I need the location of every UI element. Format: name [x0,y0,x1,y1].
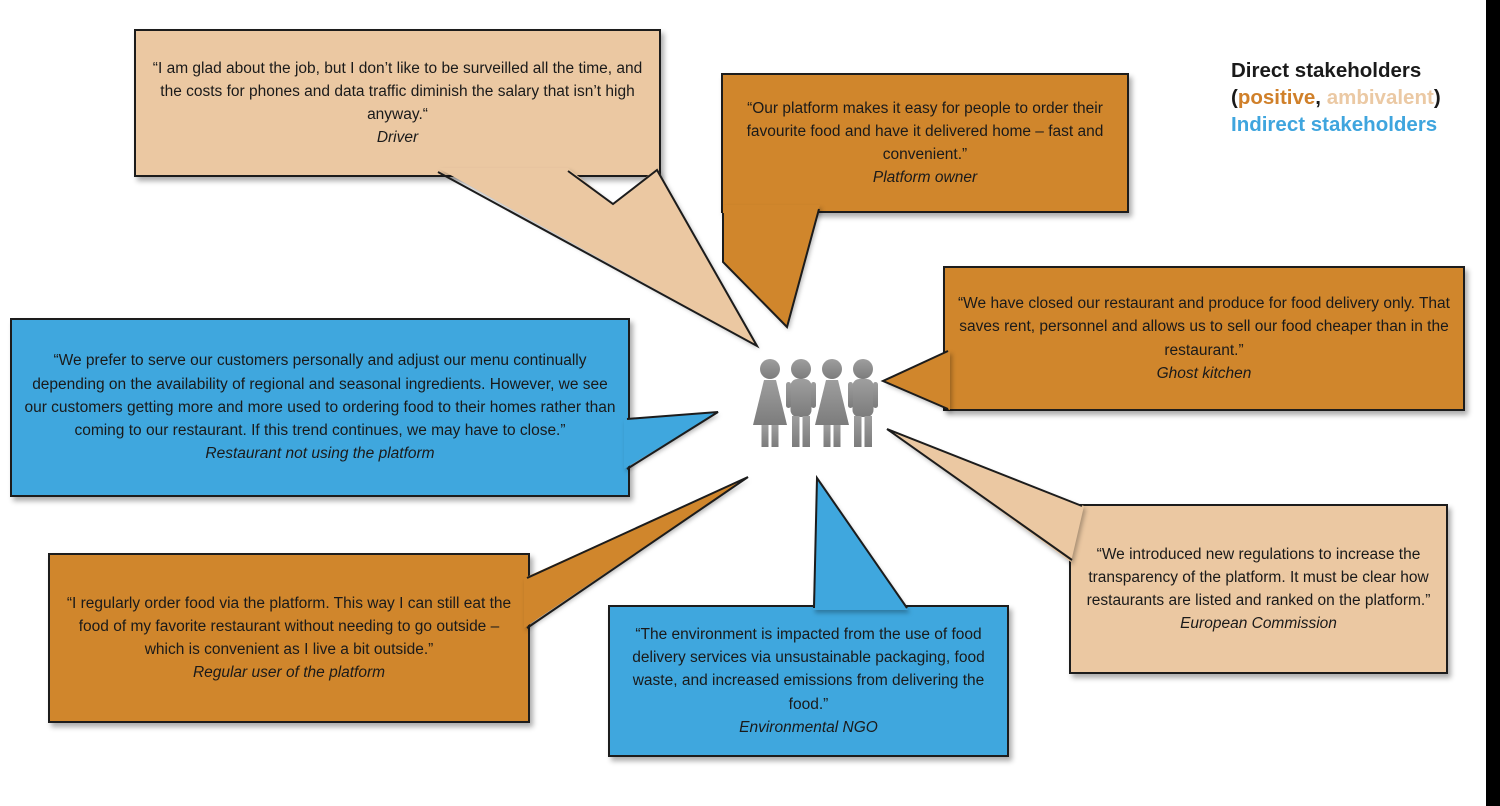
legend-indirect-line: Indirect stakeholders [1231,111,1441,138]
speaker-label: Regular user of the platform [192,664,386,682]
speaker-label: Environmental NGO [739,718,878,736]
legend-direct-label: Direct stakeholders [1231,59,1422,82]
legend-indirect-label: Indirect stakeholders [1231,113,1438,136]
person-icon [815,359,849,447]
speech-bubble-regular-user: “I regularly order food via the platform… [48,553,530,723]
legend: Direct stakeholders (positive, ambivalen… [1231,57,1441,138]
speaker-label: Driver [376,129,419,147]
speech-bubble-driver: “I am glad about the job, but I don’t li… [134,29,661,177]
quote-text: “Our platform makes it easy for people t… [746,99,1104,164]
legend-separator: , [1315,86,1327,109]
quote-text: “We prefer to serve our customers person… [24,352,616,440]
speaker-label: European Commission [1180,615,1337,633]
quote-text: “I am glad about the job, but I don’t li… [152,59,643,124]
speaker-label: Ghost kitchen [1156,364,1252,382]
person-icon [753,359,787,447]
speech-bubble-european-commission: “We introduced new regulations to increa… [1069,504,1448,674]
tail-european-commission [886,428,1084,562]
legend-paren-open: ( [1231,86,1238,109]
tail-restaurant [624,411,719,470]
person-icon [786,359,816,447]
speaker-label: Restaurant not using the platform [205,445,435,463]
quote-text: “We introduced new regulations to increa… [1086,545,1431,610]
quote-text: “I regularly order food via the platform… [66,594,512,659]
speaker-label: Platform owner [872,169,978,187]
speech-bubble-ghost-kitchen: “We have closed our restaurant and produ… [943,266,1465,411]
legend-positive-label: positive [1237,86,1316,109]
speech-bubble-restaurant-not-using-platform: “We prefer to serve our customers person… [10,318,630,497]
tail-environmental-ngo [813,474,908,610]
person-icon [848,359,878,447]
quote-text: “The environment is impacted from the us… [632,625,985,713]
speech-bubble-environmental-ngo: “The environment is impacted from the us… [608,605,1009,757]
speech-bubble-platform-owner: “Our platform makes it easy for people t… [721,73,1129,213]
legend-direct-line: Direct stakeholders [1231,57,1441,84]
legend-paren-close: ) [1433,86,1441,109]
right-edge-black-bar [1486,0,1500,806]
legend-ambivalent-label: ambivalent [1326,86,1434,109]
legend-stance-line: (positive, ambivalent) [1231,84,1441,111]
tail-platform-owner [722,205,820,329]
quote-text: “We have closed our restaurant and produ… [958,295,1450,359]
people-group-icon [753,359,878,447]
